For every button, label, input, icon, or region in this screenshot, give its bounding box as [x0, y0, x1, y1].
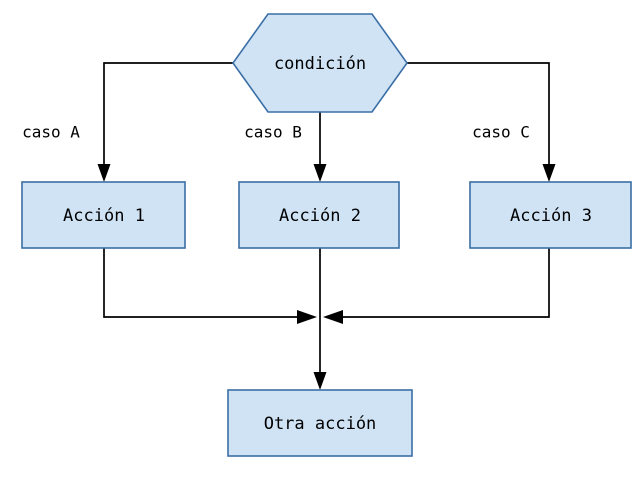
action-node-accion-3-label: Acción 3: [510, 206, 592, 226]
action-node-accion-3[interactable]: [469, 181, 632, 249]
action-node-accion-2-label: Acción 2: [279, 206, 361, 226]
action-node-otra-accion-label: Otra acción: [264, 414, 377, 434]
action-node-accion-1-label: Acción 1: [63, 206, 145, 226]
connector-accion-1-to-merge: [103, 248, 298, 318]
arrowhead-merge-right: [323, 310, 343, 324]
action-node-otra-accion[interactable]: [227, 389, 413, 457]
arrowhead-to-otra-accion: [313, 372, 327, 390]
decision-node-label: condición: [274, 54, 366, 74]
connector-decision-to-accion-1: [103, 62, 233, 170]
arrowhead-to-accion-2: [313, 164, 327, 182]
connector-accion-3-to-merge: [341, 248, 550, 318]
decision-node-condicion[interactable]: [232, 13, 408, 113]
arrowhead-merge-left: [297, 310, 317, 324]
action-node-accion-1[interactable]: [21, 181, 186, 249]
action-node-accion-2[interactable]: [238, 181, 400, 249]
edge-label-caso-b: caso B: [244, 123, 302, 142]
edge-label-caso-a: caso A: [22, 123, 80, 142]
arrowhead-to-accion-3: [542, 164, 556, 182]
edge-label-caso-c: caso C: [472, 123, 530, 142]
connector-decision-to-accion-3: [407, 62, 550, 170]
arrowhead-to-accion-1: [97, 164, 111, 182]
